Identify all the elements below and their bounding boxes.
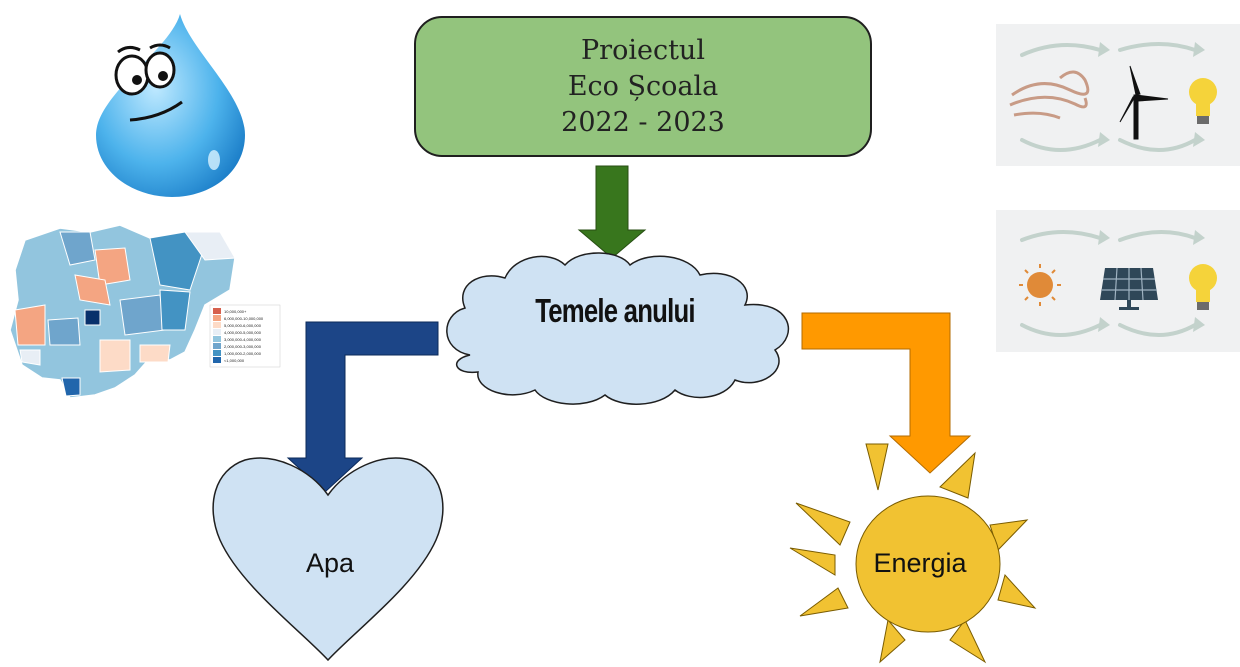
light-bulb-icon — [1189, 264, 1217, 310]
title-line-1: Proiectul — [581, 34, 705, 66]
legend-swatch — [213, 336, 221, 342]
legend-label: 3,000,000-4,000,000 — [224, 337, 262, 342]
arrow-elbow-orange — [801, 312, 972, 474]
legend-swatch — [213, 322, 221, 328]
solar-panel-icon — [1100, 267, 1158, 310]
arrow-elbow-blue — [286, 321, 439, 493]
center-topic-label: Temele anului — [535, 292, 695, 329]
sun-icon — [1019, 264, 1061, 306]
wind-icon — [1009, 70, 1090, 120]
wind-energy-panel — [996, 24, 1240, 166]
title-line-2: Eco Școala — [567, 70, 719, 102]
legend-swatch — [213, 329, 221, 335]
wind-turbine-icon — [1119, 65, 1169, 140]
energia-label: Energia — [873, 548, 967, 578]
cloud-shape — [446, 252, 790, 405]
legend-swatch — [213, 315, 221, 321]
legend-label: 2,000,000-3,000,000 — [224, 344, 262, 349]
legend-swatch — [213, 308, 221, 314]
title-line-3: 2022 - 2023 — [561, 106, 725, 138]
arrow-down-green — [577, 165, 647, 259]
legend-swatch — [213, 357, 221, 363]
legend-swatch — [213, 343, 221, 349]
solar-energy-panel — [996, 210, 1240, 352]
legend-label: 1,000,000-2,000,000 — [224, 351, 262, 356]
legend-swatch — [213, 350, 221, 356]
map-legend: 10,000,000+ 6,000,000-10,000,000 5,000,000… — [209, 304, 281, 368]
water-drop-icon — [96, 14, 245, 197]
legend-label: 5,000,000-6,000,000 — [224, 323, 262, 328]
sun-shape — [789, 443, 1037, 664]
light-bulb-icon — [1189, 78, 1217, 124]
heart-shape — [212, 457, 444, 662]
legend-label: 6,000,000-10,000,000 — [224, 316, 264, 321]
apa-label: Apa — [305, 548, 355, 578]
legend-label: <1,000,000 — [224, 358, 245, 363]
legend-label: 10,000,000+ — [224, 309, 247, 314]
title-box: Proiectul Eco Școala 2022 - 2023 — [414, 16, 872, 157]
map-icon: 10,000,000+ 6,000,000-10,000,000 5,000,000… — [9, 224, 281, 399]
legend-label: 4,000,000-5,000,000 — [224, 330, 262, 335]
